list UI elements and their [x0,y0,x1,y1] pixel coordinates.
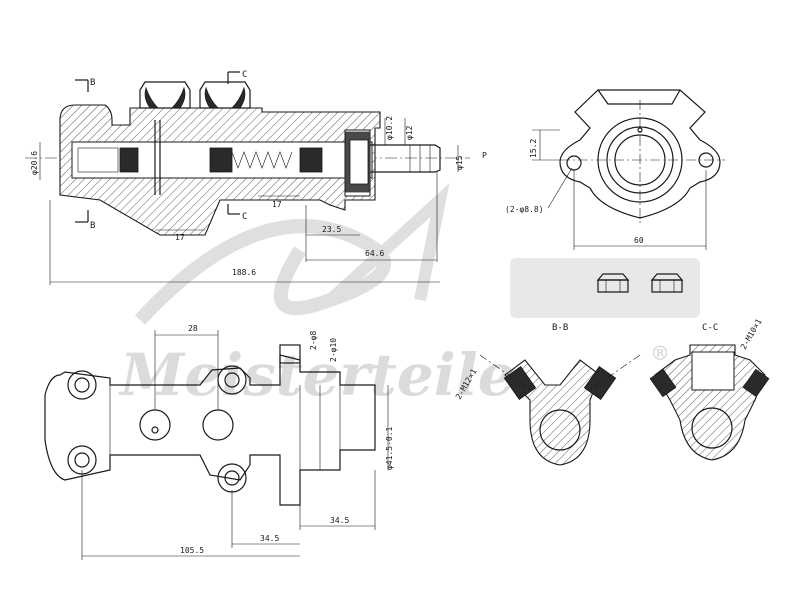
dim-188-6: 188.6 [232,268,256,277]
watermark-text: Meisterteile [118,341,515,409]
reservoir-port-right [199,81,251,109]
plan-view: 28 2-φ8 2-φ10 φ41.5-0.1 34.5 34.5 105.5 [44,324,394,560]
fitting-nuts [596,273,684,293]
dim-34-5-b: 34.5 [330,516,349,525]
dim-105-5: 105.5 [180,546,204,555]
side-dimensions: φ20.6 φ10.2 φ12 φ15 P 17 17 23.5 64.6 18… [30,116,487,285]
dim-34-5-a: 34.5 [260,534,279,543]
section-c-bottom-label: C [242,212,247,222]
dim-17-b: 17 [272,200,282,209]
end-view: 15.2 (2-φ8.8) 60 [505,89,725,250]
dim-2-phi-8: 2-φ8 [309,331,318,350]
mount-hole-left [566,155,582,171]
piston-assembly [77,120,370,195]
dim-port-2: φ12 [405,125,414,140]
dim-23-5: 23.5 [322,225,341,234]
section-marker-b: B B [75,78,95,231]
dim-p: P [482,151,487,160]
section-b-bottom-label: B [90,221,95,231]
watermark: Meisterteile ® [118,183,700,409]
dim-28: 28 [188,324,198,333]
dim-outlet: φ15 [455,155,464,170]
dim-64-6: 64.6 [365,249,384,258]
dim-17-a: 17 [175,233,185,242]
section-c-top-label: C [242,70,247,80]
dim-2-phi-10: 2-φ10 [329,338,338,362]
reservoir-port-left [139,81,191,109]
dim-15-2: 15.2 [529,139,538,158]
section-cc-thread: 2-M10×1 [739,317,764,351]
watermark-registered: ® [650,341,670,365]
section-cc: C-C 2-M10×1 [649,317,770,461]
dim-dia-41: φ41.5-0.1 [385,426,394,470]
section-marker-c: C C [227,70,247,222]
section-b-top-label: B [90,78,95,88]
dim-holes: (2-φ8.8) [505,205,544,214]
section-cc-title: C-C [702,323,718,333]
dim-port-1: φ10.2 [385,116,394,140]
section-bb-title: B-B [552,323,568,333]
dim-bore-left: φ20.6 [30,151,39,175]
dim-60: 60 [634,236,644,245]
outlet-spigot [370,144,441,173]
watermark-logo-block [510,258,700,318]
side-section-view: B B C C φ20.6 φ10.2 φ12 φ15 P 17 17 [25,70,487,285]
